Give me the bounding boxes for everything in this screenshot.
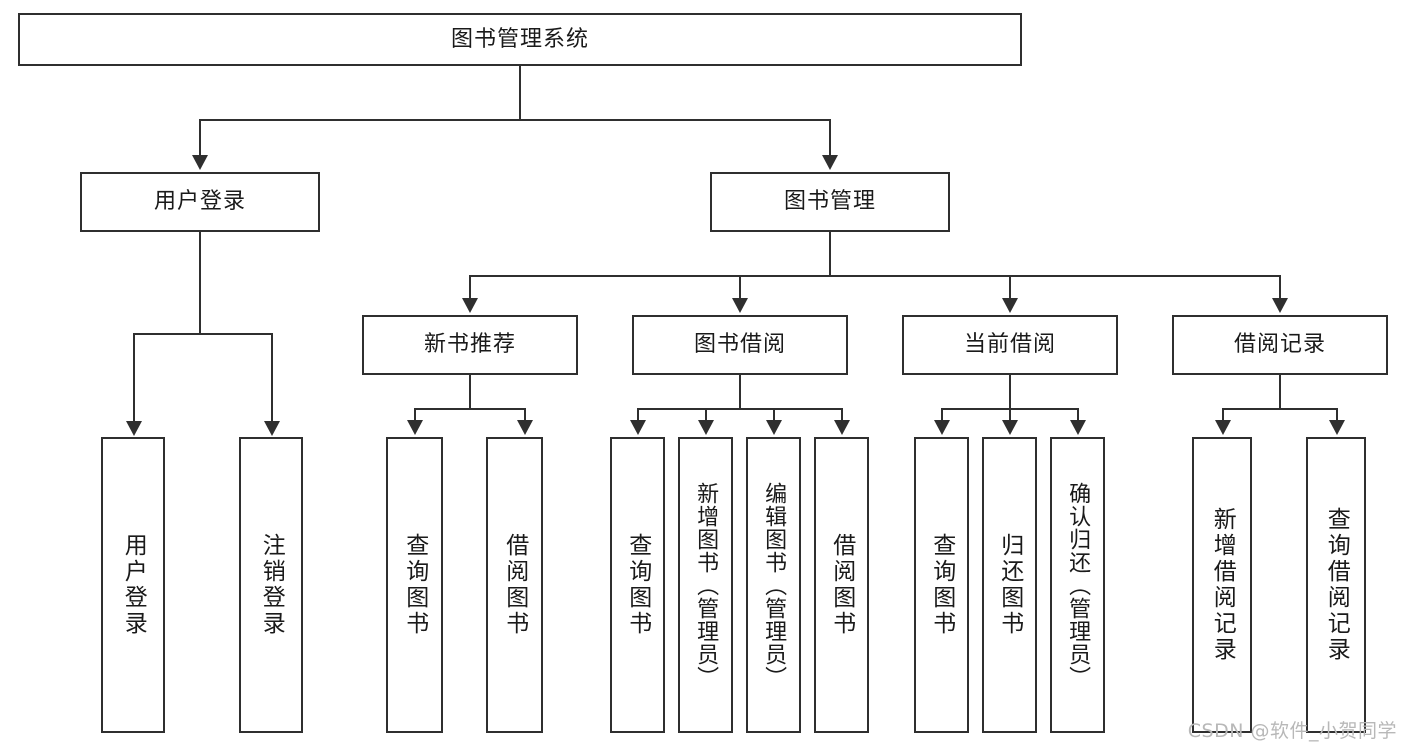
connector-borrow-leg-3 — [773, 408, 775, 421]
connector-current-stem — [1009, 375, 1011, 409]
leaf-label: 用户登录 — [120, 533, 147, 637]
arrowhead-records-child-2 — [1329, 420, 1345, 435]
connector-user-login-stem — [199, 232, 201, 334]
connector-records-leg-2 — [1336, 408, 1338, 421]
leaf-label: 查询图书 — [928, 533, 955, 637]
node-label: 新书推荐 — [423, 332, 516, 358]
node-label: 图书管理 — [783, 189, 876, 215]
leaf-current-confirm-return-admin[interactable]: 确认归还（管理员） — [1050, 437, 1105, 733]
node-label: 当前借阅 — [963, 332, 1056, 358]
connector-book-mgmt-leg-4 — [1279, 275, 1281, 300]
arrowhead-to-leaf-user-login — [126, 421, 142, 436]
arrowhead-to-new-book-recommend — [462, 298, 478, 313]
connector-root-leg-2 — [829, 119, 831, 157]
connector-records-leg-1 — [1222, 408, 1224, 421]
leaf-current-query-book[interactable]: 查询图书 — [914, 437, 969, 733]
connector-records-stem — [1279, 375, 1281, 409]
leaf-label: 归还图书 — [996, 533, 1023, 637]
node-book-management[interactable]: 图书管理 — [710, 172, 950, 232]
node-label: 图书管理系统 — [450, 26, 589, 52]
arrowhead-recommend-child-1 — [407, 420, 423, 435]
arrowhead-borrow-child-2 — [698, 420, 714, 435]
leaf-borrow-edit-book-admin[interactable]: 编辑图书（管理员） — [746, 437, 801, 733]
watermark: CSDN @软件_小贺同学 — [1187, 720, 1397, 742]
connector-records-bus — [1222, 408, 1338, 410]
arrowhead-current-child-1 — [934, 420, 950, 435]
connector-user-login-bus — [133, 333, 273, 335]
connector-recommend-stem — [469, 375, 471, 409]
connector-current-leg-1 — [941, 408, 943, 421]
connector-root-stem — [519, 66, 521, 120]
node-book-borrow[interactable]: 图书借阅 — [632, 315, 848, 375]
leaf-label: 查询图书 — [401, 533, 428, 637]
leaf-recommend-query-book[interactable]: 查询图书 — [386, 437, 443, 733]
connector-book-mgmt-bus — [469, 275, 1281, 277]
leaf-label: 新增图书（管理员） — [693, 481, 719, 689]
leaf-label: 借阅图书 — [828, 533, 855, 637]
connector-borrow-stem — [739, 375, 741, 409]
connector-borrow-bus — [637, 408, 841, 410]
connector-current-leg-3 — [1077, 408, 1079, 421]
arrowhead-borrow-child-3 — [766, 420, 782, 435]
arrowhead-records-child-1 — [1215, 420, 1231, 435]
node-label: 图书借阅 — [693, 332, 786, 358]
leaf-records-add-record[interactable]: 新增借阅记录 — [1192, 437, 1252, 733]
arrowhead-recommend-child-2 — [517, 420, 533, 435]
arrowhead-borrow-child-4 — [834, 420, 850, 435]
arrowhead-root-to-book-mgmt — [822, 155, 838, 170]
connector-current-leg-2 — [1009, 408, 1011, 421]
arrowhead-current-child-3 — [1070, 420, 1086, 435]
leaf-user-login[interactable]: 用户登录 — [101, 437, 165, 733]
arrowhead-root-to-user-login — [192, 155, 208, 170]
connector-recommend-bus — [414, 408, 526, 410]
connector-root-leg-1 — [199, 119, 201, 157]
connector-recommend-leg-1 — [414, 408, 416, 421]
leaf-borrow-borrow-book[interactable]: 借阅图书 — [814, 437, 869, 733]
leaf-recommend-borrow-book[interactable]: 借阅图书 — [486, 437, 543, 733]
node-root-system[interactable]: 图书管理系统 — [18, 13, 1022, 66]
leaf-label: 确认归还（管理员） — [1065, 481, 1091, 689]
arrowhead-to-leaf-logout — [264, 421, 280, 436]
node-label: 借阅记录 — [1233, 332, 1326, 358]
connector-book-mgmt-leg-3 — [1009, 275, 1011, 300]
leaf-label: 新增借阅记录 — [1209, 507, 1236, 663]
connector-root-bus — [199, 119, 831, 121]
leaf-label: 查询借阅记录 — [1323, 507, 1350, 663]
connector-book-mgmt-stem — [829, 232, 831, 276]
connector-recommend-leg-2 — [524, 408, 526, 421]
connector-borrow-leg-1 — [637, 408, 639, 421]
leaf-label: 注销登录 — [258, 533, 285, 637]
connector-book-mgmt-leg-2 — [739, 275, 741, 300]
arrowhead-borrow-child-1 — [630, 420, 646, 435]
node-label: 用户登录 — [153, 189, 246, 215]
arrowhead-to-borrow-records — [1272, 298, 1288, 313]
leaf-current-return-book[interactable]: 归还图书 — [982, 437, 1037, 733]
leaf-borrow-query-book[interactable]: 查询图书 — [610, 437, 665, 733]
leaf-label: 编辑图书（管理员） — [761, 481, 787, 689]
arrowhead-current-child-2 — [1002, 420, 1018, 435]
connector-user-login-leg-1 — [133, 333, 135, 423]
connector-book-mgmt-leg-1 — [469, 275, 471, 300]
connector-borrow-leg-2 — [705, 408, 707, 421]
arrowhead-to-book-borrow — [732, 298, 748, 313]
node-new-book-recommend[interactable]: 新书推荐 — [362, 315, 578, 375]
node-user-login[interactable]: 用户登录 — [80, 172, 320, 232]
arrowhead-to-current-borrow — [1002, 298, 1018, 313]
leaf-label: 借阅图书 — [501, 533, 528, 637]
leaf-records-query-record[interactable]: 查询借阅记录 — [1306, 437, 1366, 733]
leaf-logout[interactable]: 注销登录 — [239, 437, 303, 733]
leaf-label: 查询图书 — [624, 533, 651, 637]
node-current-borrow[interactable]: 当前借阅 — [902, 315, 1118, 375]
connector-user-login-leg-2 — [271, 333, 273, 423]
connector-borrow-leg-4 — [841, 408, 843, 421]
node-borrow-records[interactable]: 借阅记录 — [1172, 315, 1388, 375]
leaf-borrow-add-book-admin[interactable]: 新增图书（管理员） — [678, 437, 733, 733]
